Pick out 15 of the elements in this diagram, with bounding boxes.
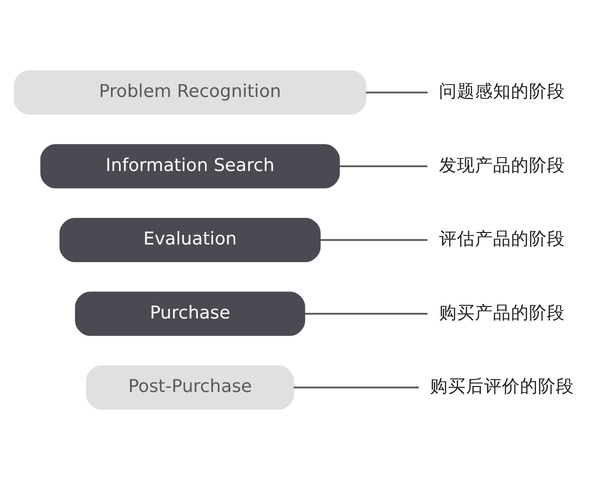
connector (320, 239, 428, 241)
node-box: Purchase (75, 292, 306, 336)
node-text: 发现产品的阶段 (439, 156, 566, 176)
node-box: Problem Recognition (14, 70, 366, 115)
connector (294, 386, 419, 388)
connector (304, 312, 428, 315)
node-text: 购买产品的阶段 (439, 303, 566, 324)
node-box: Information Search (40, 144, 340, 188)
connector (366, 92, 428, 94)
node-text: 购买后评价的阶段 (430, 377, 574, 398)
connector (339, 165, 428, 168)
node-box: Post-Purchase (86, 365, 294, 410)
node-text: 评估产品的阶段 (439, 230, 566, 250)
node-text: 问题感知的阶段 (439, 82, 566, 102)
node-box: Evaluation (60, 218, 321, 262)
